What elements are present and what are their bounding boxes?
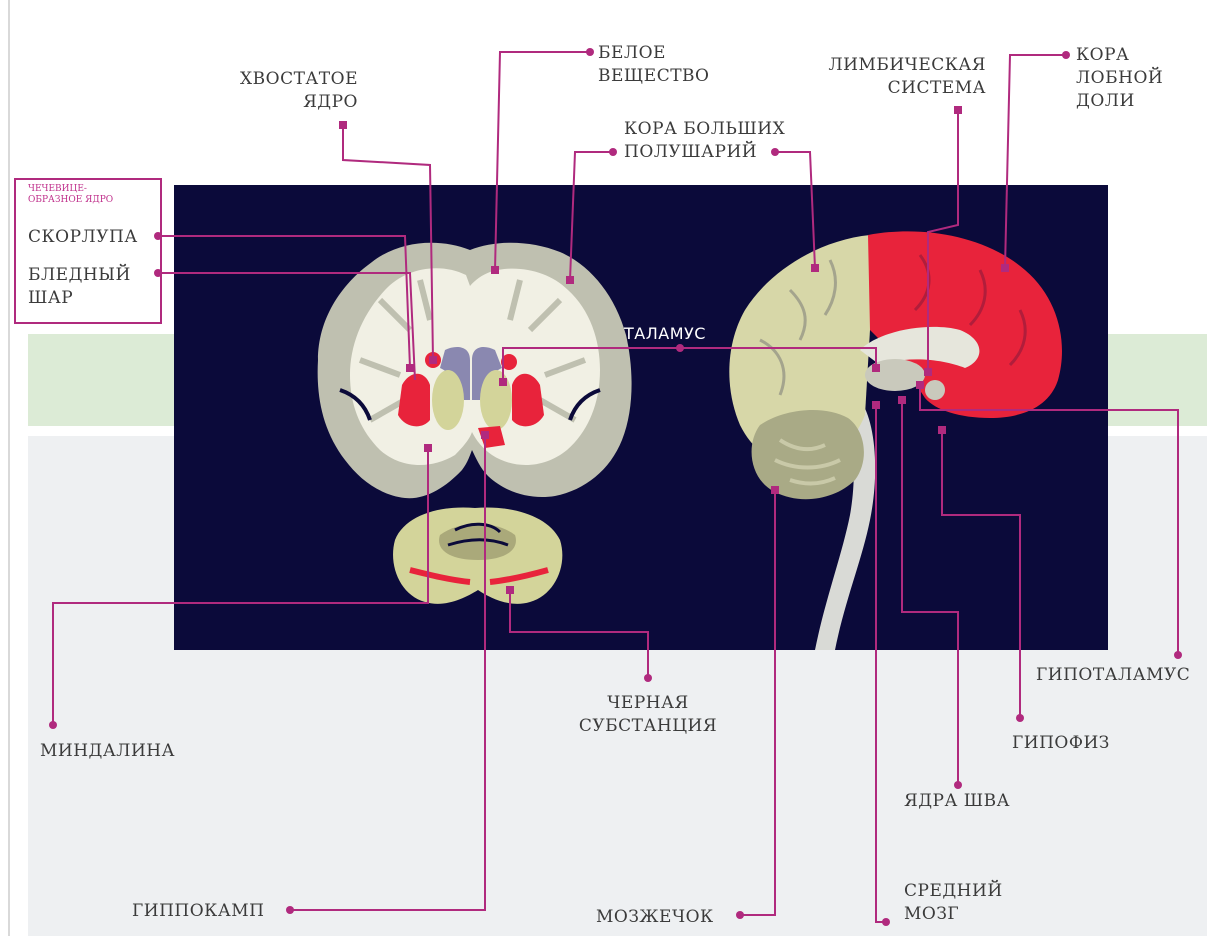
coronal-cerebellum [393,507,562,603]
coronal-olive-left [432,370,464,430]
globus-pallidus-label: БЛЕДНЫЙ ШАР [28,264,131,310]
thalamus-label: ТАЛАМУС [624,322,706,345]
sagittal-cerebellum [752,410,864,499]
lentiform-label: ЧЕЧЕВИЦЕ- ОБРАЗНОЕ ЯДРО [28,184,113,206]
raphe-nuclei-label: ЯДРА ШВА [904,790,1010,813]
cortex-label: КОРА БОЛЬШИХ ПОЛУШАРИЙ [624,118,785,164]
pituitary-label: ГИПОФИЗ [1012,732,1110,755]
hypothalamus-label: ГИПОТАЛАМУС [1036,664,1190,687]
coronal-olive-right [480,370,512,430]
limbic-system-label: ЛИМБИЧЕСКАЯ СИСТЕМА [800,54,986,100]
hippocampus-label: ГИППОКАМП [132,900,264,923]
hypothalamus-shape [925,380,945,400]
midbrain-label: СРЕДНИЙ МОЗГ [904,880,1003,926]
substantia-nigra-label: ЧЕРНАЯ СУБСТАНЦИЯ [566,692,730,738]
cerebellum-label: МОЗЖЕЧОК [596,906,714,929]
amygdala-label: МИНДАЛИНА [40,740,175,763]
frontal-cortex-label: КОРА ЛОБНОЙ ДОЛИ [1076,44,1163,113]
putamen-label: СКОРЛУПА [28,226,138,249]
caudate-label: ХВОСТАТОЕ ЯДРО [222,68,358,114]
white-matter-label: БЕЛОЕ ВЕЩЕСТВО [598,42,710,88]
